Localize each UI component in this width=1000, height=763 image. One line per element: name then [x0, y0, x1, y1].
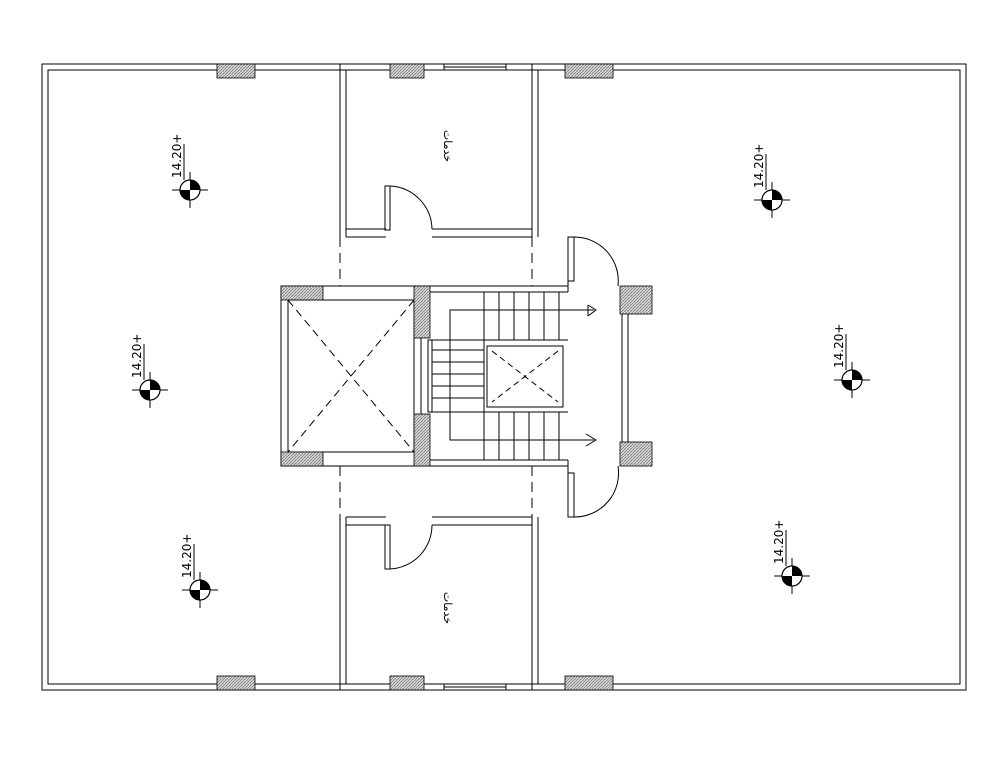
level-marker: 14.20+ [772, 520, 810, 594]
stair-direction-line [449, 309, 594, 441]
door-leaf [384, 524, 391, 570]
stair-landing [427, 339, 485, 413]
stair-void [486, 345, 564, 408]
door-leaf [567, 472, 575, 518]
level-label: 14.20+ [752, 144, 766, 188]
arrow-right-icon [585, 433, 597, 447]
columns [216, 63, 653, 691]
level-marker: 14.20+ [752, 144, 790, 218]
level-marker: 14.20+ [170, 134, 208, 208]
level-label: 14.20+ [832, 324, 846, 368]
level-label: 14.20+ [130, 334, 144, 378]
elevator-shaft [280, 285, 422, 467]
inner-wall-line [47, 69, 961, 685]
stair-upper-flight [483, 292, 568, 341]
door-swing [573, 236, 619, 287]
level-label: 14.20+ [180, 534, 194, 578]
door-leaf [384, 185, 391, 231]
door-swing [573, 465, 620, 518]
door-swing [389, 185, 433, 230]
level-marker: 14.20+ [180, 534, 218, 608]
level-markers: 14.20+ 14.20+ 14.20+ 14.20+ 14.20+ 14.20+ [130, 134, 870, 608]
room-label-services-top: خدمات [441, 130, 454, 162]
level-label: 14.20+ [170, 134, 184, 178]
elevator-cross [287, 299, 415, 453]
stair-lower-flight [483, 411, 568, 460]
level-marker: 14.20+ [832, 324, 870, 398]
room-label-services-bottom: خدمات [441, 592, 454, 624]
door-swing [389, 524, 433, 570]
door-leaf [567, 236, 575, 282]
level-marker: 14.20+ [130, 334, 168, 408]
level-label: 14.20+ [772, 520, 786, 564]
arrow-down-icon [587, 304, 597, 317]
